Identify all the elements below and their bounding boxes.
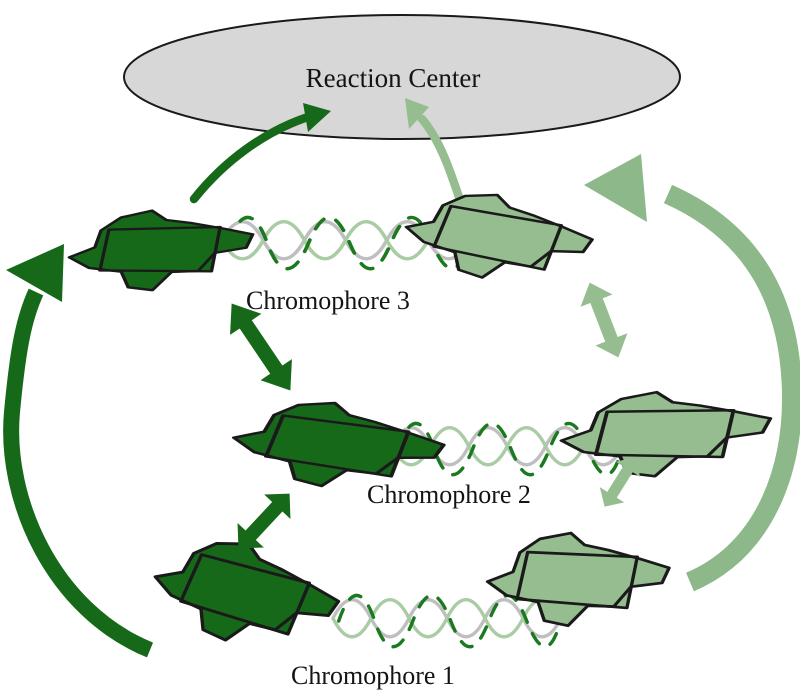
left-cycle-arrow <box>3 288 154 658</box>
chromophore-3-label: Chromophore 3 <box>246 286 410 315</box>
rc-input-arrow-dark <box>189 113 310 204</box>
chromophore-1-label: Chromophore 1 <box>291 661 455 690</box>
right-cycle-arrowhead-icon <box>584 154 647 222</box>
chromophore-1-left-molecule <box>145 528 347 659</box>
rc-input-arrow-light <box>417 114 467 211</box>
chromophore-2-right-molecule <box>556 380 777 487</box>
transfer-arrow-right-3-2-icon <box>573 276 635 364</box>
chromophore-2-left-molecule <box>229 395 448 495</box>
chromophore-3-left-molecule <box>63 198 260 301</box>
chromophore-1-right-molecule <box>483 526 674 632</box>
left-cycle-arrowhead-icon <box>6 244 64 302</box>
reaction-center-label: Reaction Center <box>306 63 481 93</box>
rc-input-arrowhead-dark-icon <box>303 103 331 132</box>
reaction-center-ellipse <box>123 14 681 140</box>
dna-linker-1 <box>331 593 563 649</box>
rc-input-arrowhead-light-icon <box>405 98 429 129</box>
chromophore-3-right-molecule <box>400 185 598 289</box>
right-cycle-arrow <box>663 184 800 592</box>
chromophore-2-label: Chromophore 2 <box>367 480 531 509</box>
